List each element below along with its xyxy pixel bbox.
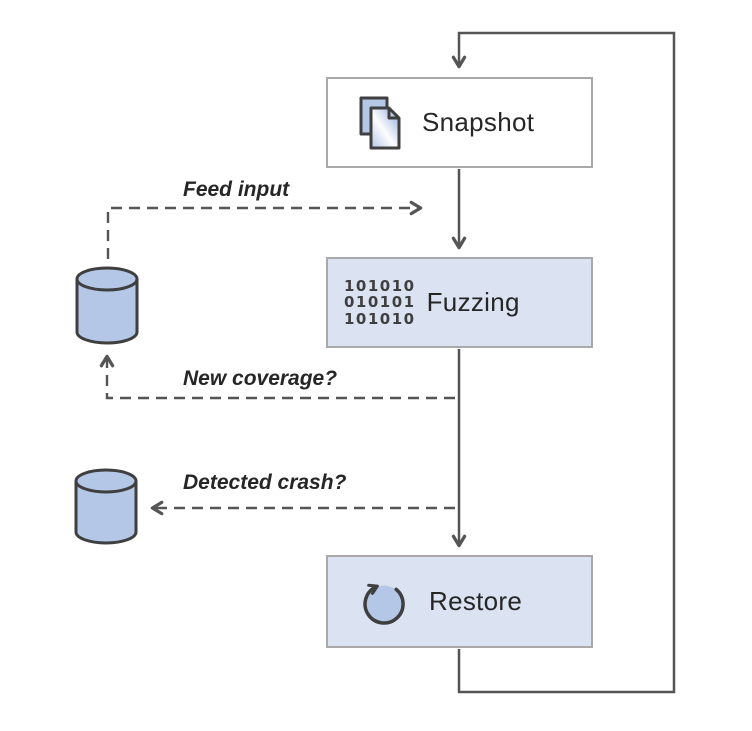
restore-circular-arrow-icon bbox=[363, 583, 405, 625]
detected-crash-label: Detected crash? bbox=[183, 471, 347, 494]
node-fuzzing: 101010 010101 101010 Fuzzing bbox=[326, 257, 593, 348]
crash-database-cylinder-icon bbox=[74, 468, 138, 545]
node-restore: Restore bbox=[326, 555, 593, 648]
node-restore-label: Restore bbox=[429, 586, 523, 616]
feed-input-label: Feed input bbox=[183, 178, 290, 201]
binary-row: 101010 bbox=[344, 309, 416, 328]
feed-input-arrow bbox=[106, 200, 423, 259]
node-snapshot-label: Snapshot bbox=[422, 107, 535, 137]
node-snapshot: Snapshot bbox=[326, 77, 593, 168]
copy-documents-icon bbox=[359, 96, 401, 149]
binary-row: 101010 bbox=[344, 276, 416, 295]
new-coverage-label: New coverage? bbox=[183, 367, 338, 390]
binary-row: 010101 bbox=[344, 293, 416, 312]
binary-code-icon: 101010 010101 101010 bbox=[344, 278, 416, 328]
node-fuzzing-label: Fuzzing bbox=[426, 287, 520, 317]
input-database-cylinder-icon bbox=[75, 266, 139, 345]
